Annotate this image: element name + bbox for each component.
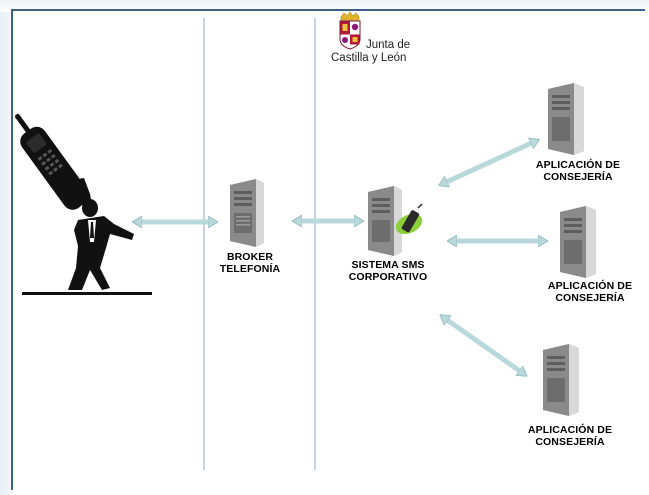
sms-server-icon <box>368 186 402 256</box>
sms-label-line2: CORPORATIVO <box>348 271 428 283</box>
app-bottom-label: APLICACIÓN DE CONSEJERÍA <box>512 424 628 448</box>
zone-divider-left <box>203 18 205 470</box>
app-middle-label-line1: APLICACIÓN DE <box>547 280 633 292</box>
app-bottom-label-line2: CONSEJERÍA <box>535 436 605 448</box>
sms-label-line1: SISTEMA SMS <box>351 259 425 271</box>
app-top-label: APLICACIÓN DE CONSEJERÍA <box>520 159 636 183</box>
sms-label: SISTEMA SMS CORPORATIVO <box>336 259 440 283</box>
mobile-phone-icon <box>395 203 423 235</box>
app-top-server-icon <box>548 83 584 155</box>
app-bottom-label-line1: APLICACIÓN DE <box>527 424 613 436</box>
app-top-label-line2: CONSEJERÍA <box>543 171 613 183</box>
broker-label-line2: TELEFONÍA <box>219 263 281 275</box>
app-middle-label-line2: CONSEJERÍA <box>555 292 625 304</box>
background-left-band <box>0 0 14 495</box>
arrow-sms-app-bottom <box>443 317 524 374</box>
app-top-label-line1: APLICACIÓN DE <box>535 159 621 171</box>
arrow-sms-app-top <box>442 141 536 184</box>
zone-divider-right <box>314 18 316 470</box>
diagram-frame <box>11 9 645 490</box>
app-middle-server-icon <box>560 206 596 278</box>
app-bottom-server-icon <box>543 344 579 416</box>
broker-label: BROKER TELEFONÍA <box>210 251 290 275</box>
app-middle-label: APLICACIÓN DE CONSEJERÍA <box>532 280 648 304</box>
broker-server-icon <box>230 179 264 247</box>
logo-text-line1: Junta de <box>366 39 411 51</box>
coat-of-arms-icon <box>339 11 361 50</box>
user-with-phone-figure <box>15 113 152 295</box>
logo-text-line2: Castilla y León <box>331 52 407 64</box>
broker-label-line1: BROKER <box>226 251 274 263</box>
